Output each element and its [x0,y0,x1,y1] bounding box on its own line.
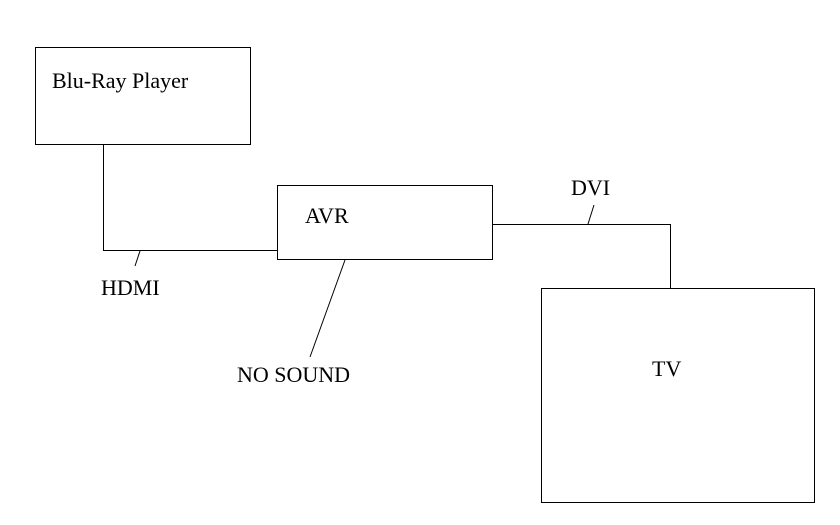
avr-box [277,185,493,260]
bluray-box [35,47,251,145]
tv-box [541,288,815,503]
bluray-label: Blu-Ray Player [52,68,189,93]
avr-label: AVR [305,203,349,228]
tv-label: TV [652,356,682,381]
no-sound-leader [309,259,346,358]
hdmi-label: HDMI [101,275,160,300]
dvi-label-leader [587,204,595,225]
no-sound-label: NO SOUND [237,362,351,387]
dvi-connection-line [493,224,671,288]
dvi-label: DVI [571,175,611,200]
hdmi-connection-line [103,144,277,251]
hdmi-label-leader [134,250,141,267]
